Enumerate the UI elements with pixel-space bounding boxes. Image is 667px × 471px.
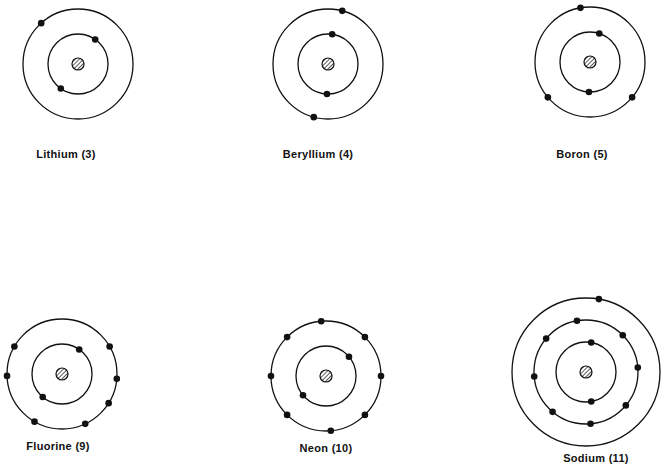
electron-shell bbox=[7, 319, 117, 429]
electron-shell bbox=[296, 346, 356, 406]
electron-dot bbox=[543, 335, 550, 342]
electron-dot bbox=[327, 427, 334, 434]
electron-shell bbox=[298, 34, 358, 94]
electron-dot bbox=[596, 30, 603, 37]
electron-dot bbox=[92, 36, 99, 43]
electron-dot bbox=[57, 85, 64, 92]
electron-dot bbox=[619, 332, 626, 339]
electron-dot bbox=[82, 421, 89, 428]
nucleus bbox=[322, 58, 334, 70]
electron-shell bbox=[32, 344, 92, 404]
electron-dot bbox=[545, 94, 552, 101]
electron-shell bbox=[560, 32, 620, 92]
electron-dot bbox=[284, 334, 291, 341]
electron-dot bbox=[586, 89, 593, 96]
electron-dot bbox=[588, 339, 595, 346]
electron-dot bbox=[574, 317, 581, 324]
nucleus bbox=[320, 370, 332, 382]
nucleus bbox=[580, 366, 592, 378]
electron-dot bbox=[588, 398, 595, 405]
element-label: Sodium (11) bbox=[563, 452, 629, 465]
electron-dot bbox=[629, 94, 636, 101]
electron-shell bbox=[534, 320, 638, 424]
electron-shell bbox=[23, 9, 133, 119]
atom-model bbox=[4, 319, 120, 429]
electron-dot bbox=[549, 409, 556, 416]
element-label: Boron (5) bbox=[556, 148, 608, 161]
electron-dot bbox=[106, 343, 113, 350]
electron-dot bbox=[4, 373, 11, 380]
nucleus bbox=[56, 368, 68, 380]
electron-shell bbox=[512, 298, 660, 446]
nucleus bbox=[72, 58, 84, 70]
element-label: Fluorine (9) bbox=[26, 440, 90, 453]
atom-model bbox=[512, 296, 660, 446]
electron-dot bbox=[284, 412, 291, 419]
electron-shell bbox=[48, 34, 108, 94]
electron-dot bbox=[31, 418, 38, 425]
element-label: Beryllium (4) bbox=[283, 148, 354, 161]
electron-dot bbox=[39, 394, 46, 401]
electron-dot bbox=[300, 392, 307, 399]
electron-dot bbox=[531, 373, 538, 380]
electron-dot bbox=[362, 412, 369, 419]
electron-dot bbox=[577, 5, 584, 12]
electron-shell bbox=[556, 342, 616, 402]
atom-model bbox=[23, 9, 133, 119]
electron-dot bbox=[346, 353, 353, 360]
electron-dot bbox=[623, 402, 630, 409]
electron-dot bbox=[310, 114, 317, 121]
electron-dot bbox=[105, 400, 112, 407]
electron-dot bbox=[76, 346, 83, 353]
element-label: Neon (10) bbox=[300, 442, 353, 455]
electron-shell bbox=[271, 321, 381, 431]
atom-model bbox=[268, 318, 385, 434]
electron-dot bbox=[113, 375, 120, 382]
electron-dot bbox=[324, 91, 331, 98]
electron-dot bbox=[587, 421, 594, 428]
electron-dot bbox=[11, 343, 18, 350]
electron-shell bbox=[273, 9, 383, 119]
nucleus bbox=[584, 56, 596, 68]
electron-dot bbox=[38, 20, 45, 27]
electron-dot bbox=[318, 318, 325, 325]
electron-dot bbox=[596, 296, 603, 303]
atom-model bbox=[273, 8, 383, 121]
electron-dot bbox=[635, 364, 642, 371]
atom-model bbox=[535, 5, 645, 117]
electron-dot bbox=[339, 8, 346, 15]
electron-dot bbox=[378, 373, 385, 380]
electron-dot bbox=[268, 373, 275, 380]
electron-shell bbox=[535, 7, 645, 117]
element-label: Lithium (3) bbox=[36, 148, 96, 161]
electron-dot bbox=[329, 31, 336, 38]
electron-dot bbox=[362, 334, 369, 341]
